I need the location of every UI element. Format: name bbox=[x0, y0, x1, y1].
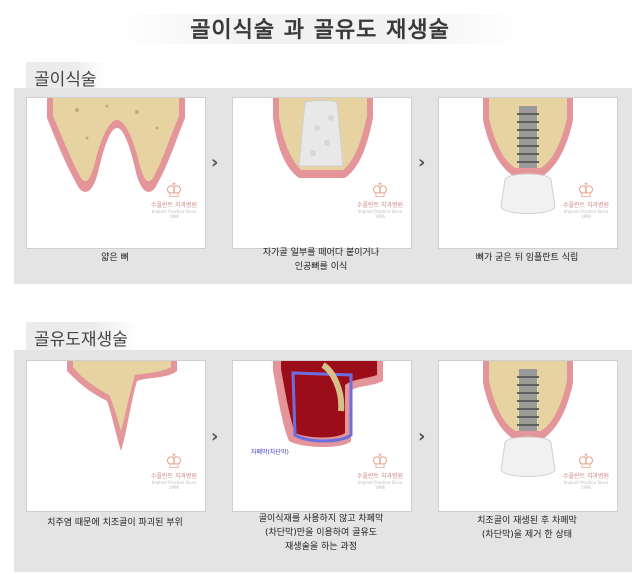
clinic-logo-icon: ♔ bbox=[577, 178, 595, 202]
clinic-logo: ♔ 수플란트 치과병원 Implant Practice Since 1996 bbox=[561, 451, 611, 490]
clinic-logo: ♔ 수플란트 치과병원 Implant Practice Since 1996 bbox=[561, 180, 611, 219]
card-membrane: 차폐막(차단막) ♔ 수플란트 치과병원 Implant Practice Si… bbox=[232, 360, 412, 512]
clinic-logo: ♔ 수플란트 치과병원 Implant Practice Since 1996 bbox=[355, 451, 405, 490]
destroyed-bone-illustration bbox=[67, 361, 177, 451]
clinic-logo-icon: ♔ bbox=[371, 178, 389, 202]
caption-graft: 자가골 일부를 떼어다 붙이거나 인공뼈를 이식 bbox=[262, 248, 380, 272]
clinic-logo-icon: ♔ bbox=[577, 449, 595, 473]
clinic-logo-subtext: Implant Practice Since 1996 bbox=[357, 480, 403, 490]
clinic-logo-text: 수플란트 치과병원 bbox=[562, 202, 610, 209]
clinic-logo-icon: ♔ bbox=[165, 449, 183, 473]
clinic-logo-text: 수플란트 치과병원 bbox=[356, 473, 404, 480]
card-thin-bone: ♔ 수플란트 치과병원 Implant Practice Since 1996 bbox=[26, 97, 206, 249]
caption-thin-bone: 얇은 뼈 bbox=[101, 253, 129, 263]
card-graft: ♔ 수플란트 치과병원 Implant Practice Since 1996 bbox=[232, 97, 412, 249]
clinic-logo-text: 수플란트 치과병원 bbox=[150, 202, 198, 209]
clinic-logo-subtext: Implant Practice Since 1996 bbox=[151, 209, 197, 219]
page-title: 골이식술 과 골유도 재생술 bbox=[190, 18, 450, 43]
thin-bone-illustration bbox=[47, 98, 185, 192]
regenerated-illustration bbox=[483, 361, 573, 477]
clinic-logo-subtext: Implant Practice Since 1996 bbox=[151, 480, 197, 490]
card-regenerated: ♔ 수플란트 치과병원 Implant Practice Since 1996 bbox=[438, 360, 618, 512]
membrane-label: 차폐막(차단막) bbox=[251, 449, 289, 456]
clinic-logo-text: 수플란트 치과병원 bbox=[562, 473, 610, 480]
caption-regenerated: 치조골이 재생된 후 차폐막 (차단막)을 제거 한 상태 bbox=[477, 516, 577, 540]
clinic-logo: ♔ 수플란트 치과병원 Implant Practice Since 1996 bbox=[355, 180, 405, 219]
clinic-logo-text: 수플란트 치과병원 bbox=[356, 202, 404, 209]
card-implant-placed: ♔ 수플란트 치과병원 Implant Practice Since 1996 bbox=[438, 97, 618, 249]
section-label-bone-graft: 골이식술 bbox=[26, 62, 107, 93]
clinic-logo-text: 수플란트 치과병원 bbox=[150, 473, 198, 480]
section-label-gbr: 골유도재생술 bbox=[26, 322, 138, 353]
arrow-icon: › bbox=[211, 152, 219, 173]
arrow-icon: › bbox=[418, 426, 426, 447]
clinic-logo-icon: ♔ bbox=[371, 449, 389, 473]
membrane-illustration bbox=[273, 361, 383, 447]
clinic-logo: ♔ 수플란트 치과병원 Implant Practice Since 1996 bbox=[149, 180, 199, 219]
clinic-logo: ♔ 수플란트 치과병원 Implant Practice Since 1996 bbox=[149, 451, 199, 490]
clinic-logo-icon: ♔ bbox=[165, 178, 183, 202]
arrow-icon: › bbox=[418, 152, 426, 173]
clinic-logo-subtext: Implant Practice Since 1996 bbox=[563, 480, 609, 490]
caption-destroyed-bone: 치주염 때문에 치조골이 파괴된 부위 bbox=[47, 518, 183, 528]
clinic-logo-subtext: Implant Practice Since 1996 bbox=[563, 209, 609, 219]
implant-illustration bbox=[483, 98, 573, 214]
clinic-logo-subtext: Implant Practice Since 1996 bbox=[357, 209, 403, 219]
graft-illustration bbox=[273, 98, 373, 178]
caption-implant-placed: 뼈가 굳은 뒤 임플란트 식립 bbox=[475, 253, 579, 263]
caption-membrane: 골이식재를 사용하지 않고 차폐막 (차단막)만을 이용하여 골유도 재생술을 … bbox=[258, 514, 384, 552]
card-destroyed-bone: ♔ 수플란트 치과병원 Implant Practice Since 1996 bbox=[26, 360, 206, 512]
arrow-icon: › bbox=[211, 426, 219, 447]
